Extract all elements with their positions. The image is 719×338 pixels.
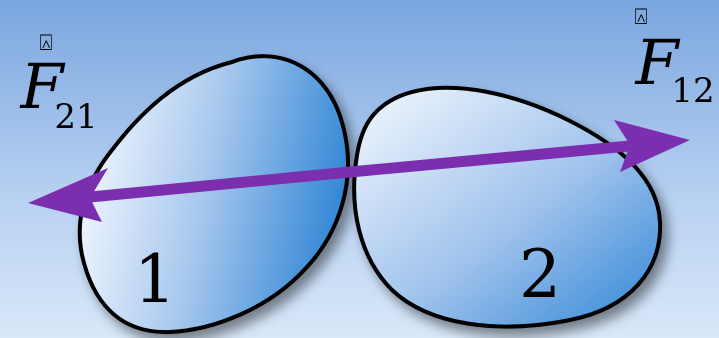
force-f12-subscript: 12 — [671, 71, 714, 111]
body-1-label: 1 — [134, 241, 176, 318]
force-f21-subscript: 21 — [54, 97, 97, 137]
body-2-label: 2 — [519, 236, 561, 313]
